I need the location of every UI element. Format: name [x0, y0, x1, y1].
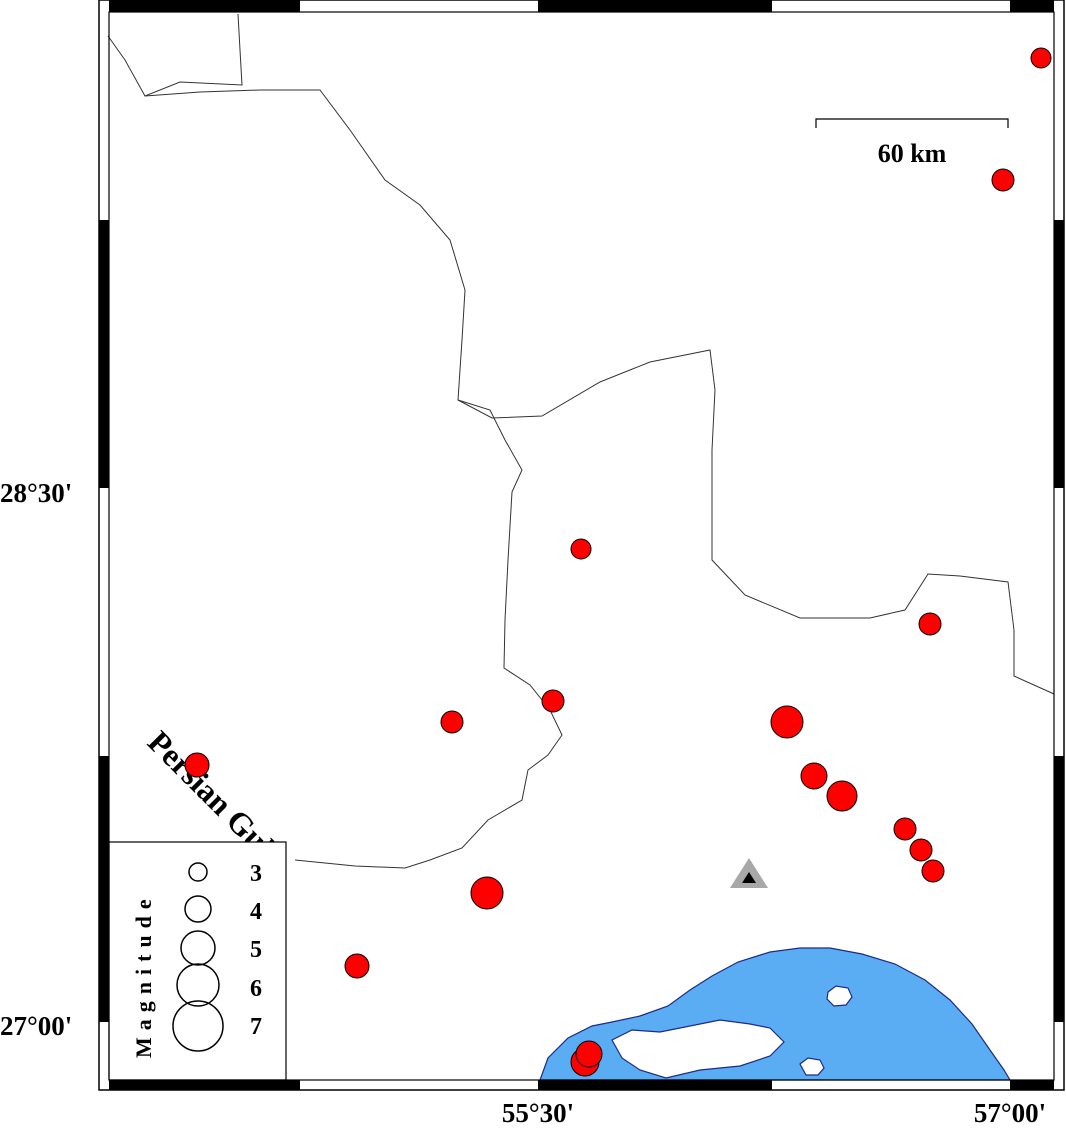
frame-bottom-seg-3: [1010, 1080, 1054, 1090]
frame-bottom-seg-2: [538, 1080, 772, 1090]
quake-17[interactable]: [575, 1040, 603, 1068]
border-1: [107, 13, 243, 97]
quake-5[interactable]: [541, 689, 565, 713]
station-triangle-icon: [742, 872, 756, 883]
legend-label-6: 6: [250, 976, 262, 1002]
legend-label-5: 5: [250, 937, 262, 963]
frame-left-seg-2: [99, 756, 109, 1022]
quake-7[interactable]: [184, 752, 210, 778]
station[interactable]: [730, 858, 768, 888]
map-frame: [98, 0, 1065, 1091]
quake-13[interactable]: [921, 859, 945, 883]
island-1: [826, 985, 853, 1007]
frame-left-seg-1: [99, 220, 109, 488]
quake-3[interactable]: [570, 538, 592, 560]
quake-11[interactable]: [893, 817, 917, 841]
lat-label-27-00: 27°00': [0, 1011, 72, 1041]
frame-top-seg-3: [1010, 0, 1054, 12]
border-3: [457, 349, 1055, 695]
lat-label-28-30: 28°30': [0, 478, 72, 508]
frame-top-seg-2: [538, 0, 772, 12]
legend-label-4: 4: [250, 899, 262, 925]
frame-bottom-seg-1: [109, 1080, 300, 1090]
frame-right-seg-2: [1054, 756, 1064, 1022]
lon-label-55-30: 55°30': [502, 1098, 574, 1128]
legend-circle-7: [172, 1000, 224, 1052]
quake-15[interactable]: [344, 953, 370, 979]
sea: [539, 947, 1012, 1081]
quake-2[interactable]: [991, 168, 1015, 192]
quake-10[interactable]: [826, 780, 858, 812]
legend-label-7: 7: [250, 1014, 262, 1040]
quake-9[interactable]: [800, 762, 828, 790]
quake-8[interactable]: [770, 705, 804, 739]
legend-circle-6: [176, 963, 220, 1007]
border-2: [144, 89, 563, 869]
legend: Magnitude 3 4 5 6 7: [108, 841, 287, 1081]
province-borders: [107, 13, 1055, 869]
frame-right-seg-1: [1054, 220, 1064, 488]
quake-12[interactable]: [909, 838, 933, 862]
legend-title: Magnitude: [131, 892, 156, 1058]
quake-14[interactable]: [470, 876, 504, 910]
legend-circle-3: [188, 862, 208, 882]
scale-bar-line: [815, 118, 1009, 128]
lon-label-57-00: 57°00': [974, 1098, 1046, 1128]
island-2: [799, 1057, 825, 1076]
peninsula: [611, 1019, 785, 1079]
legend-circle-4: [184, 895, 212, 923]
sea-area: [539, 947, 1012, 1081]
scale-bar-label: 60 km: [878, 139, 947, 168]
earthquakes: [184, 47, 1052, 1077]
legend-label-3: 3: [250, 861, 262, 887]
quake-4[interactable]: [918, 612, 942, 636]
quake-1[interactable]: [1030, 47, 1052, 69]
quake-6[interactable]: [440, 710, 464, 734]
legend-circle-5: [180, 930, 216, 966]
frame-top-seg-1: [109, 0, 300, 12]
scale-bar: 60 km: [815, 118, 1009, 168]
